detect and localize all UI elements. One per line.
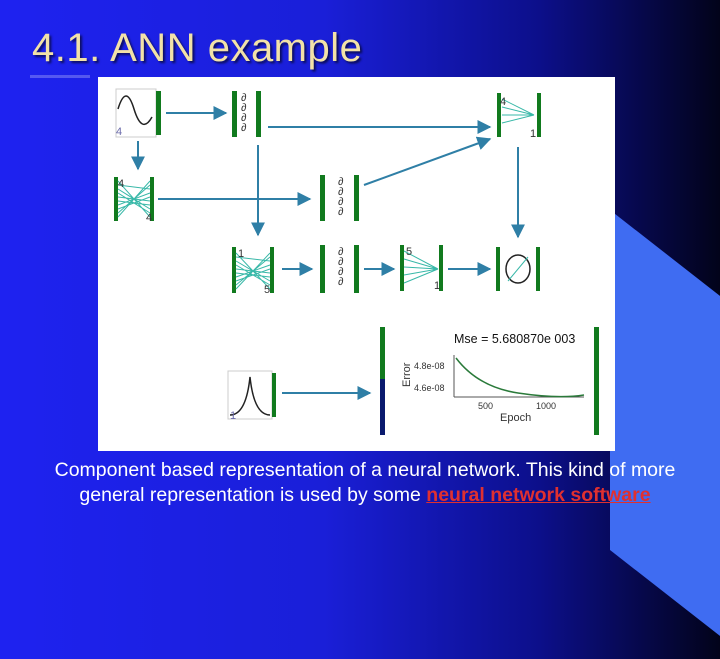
svg-text:∂: ∂: [338, 206, 344, 218]
caption-text: Component based representation of a neur…: [54, 459, 676, 506]
svg-text:∂: ∂: [241, 102, 247, 114]
neuron-layer-3[interactable]: ∂ ∂ ∂ ∂: [320, 245, 359, 293]
sine-wave-icon: [117, 95, 153, 126]
decorative-blue-band: [610, 210, 720, 659]
fan2-label-in: 5: [406, 246, 412, 258]
x-tick-1000: 1000: [536, 401, 556, 411]
y-tick-low: 4.6e-08: [414, 383, 445, 393]
ann-diagram-figure: 4 ∂ ∂ ∂ ∂ 4 1: [98, 77, 615, 451]
fan-label-in: 4: [500, 96, 506, 108]
neural-network-software-link[interactable]: neural network software: [426, 484, 651, 506]
gaussian-source-block[interactable]: 1: [227, 370, 276, 422]
svg-text:∂: ∂: [241, 92, 247, 104]
source-label: 1: [230, 410, 236, 422]
svg-text:∂: ∂: [338, 196, 344, 208]
title-divider: [30, 75, 90, 78]
error-curve: [455, 357, 585, 398]
fan-label-out: 1: [530, 128, 536, 140]
svg-text:∂: ∂: [241, 112, 247, 124]
neuron-layer-1[interactable]: ∂ ∂ ∂ ∂: [232, 91, 261, 137]
slide-title: 4.1. ANN example: [32, 26, 363, 70]
hidden-weights-fan[interactable]: 5 1: [400, 245, 443, 292]
input-signal-block[interactable]: 4: [115, 88, 161, 138]
weight-matrix-1[interactable]: 4 4: [114, 177, 154, 224]
xy-scope-block[interactable]: [496, 247, 540, 291]
mse-readout: Mse = 5.680870e 003: [454, 332, 575, 346]
y-axis-label: Error: [401, 362, 413, 387]
matrix2-label-in: 1: [238, 248, 244, 260]
svg-text:∂: ∂: [338, 186, 344, 198]
arrow-layer2-to-fan: [363, 136, 492, 186]
training-error-plot: Mse = 5.680870e 003 Error 4.8e-08 4.6e-0…: [380, 327, 599, 435]
svg-text:∂: ∂: [338, 176, 344, 188]
y-tick-high: 4.8e-08: [414, 361, 445, 371]
x-axis-label: Epoch: [500, 412, 531, 424]
figure-caption: Component based representation of a neur…: [20, 458, 710, 508]
input-size-label: 4: [116, 126, 122, 138]
matrix1-label-in: 4: [118, 178, 124, 190]
svg-text:∂: ∂: [338, 266, 344, 278]
neuron-layer-2[interactable]: ∂ ∂ ∂ ∂: [320, 175, 359, 221]
svg-text:∂: ∂: [338, 246, 344, 258]
input-output-bar: [156, 91, 161, 135]
svg-text:∂: ∂: [241, 122, 247, 134]
fan2-label-out: 1: [434, 280, 440, 292]
svg-text:∂: ∂: [338, 276, 344, 288]
gaussian-curve-icon: [229, 376, 271, 416]
output-weights-fan[interactable]: 4 1: [497, 93, 541, 140]
matrix1-label-out: 4: [146, 212, 152, 224]
x-tick-500: 500: [478, 401, 493, 411]
matrix2-label-out: 5: [264, 284, 270, 296]
svg-text:∂: ∂: [338, 256, 344, 268]
weight-matrix-2[interactable]: 1 5: [232, 247, 274, 296]
